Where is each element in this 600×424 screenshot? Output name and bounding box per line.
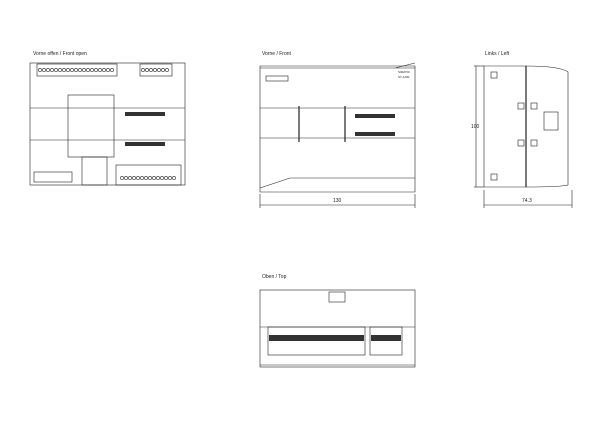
- terminal-screw: [132, 176, 136, 180]
- depth-dimension: 74.3: [522, 198, 532, 204]
- terminal-screw: [172, 176, 176, 180]
- terminal-screw: [74, 68, 78, 72]
- terminal-screw: [66, 68, 70, 72]
- top-view: Oben / Top: [259, 274, 416, 368]
- terminal-screw: [124, 176, 128, 180]
- terminal-screw: [156, 176, 160, 180]
- terminal-screw: [46, 68, 50, 72]
- front-open-view: Vorne offen / Front open: [29, 51, 186, 186]
- left-view: Links / Left 100 74.3: [471, 51, 573, 208]
- terminal-screw: [42, 68, 46, 72]
- terminal-screw: [120, 176, 124, 180]
- terminal-screw: [86, 68, 90, 72]
- left-title: Links / Left: [485, 51, 510, 57]
- terminal-screw: [78, 68, 82, 72]
- terminal-screw: [94, 68, 98, 72]
- terminal-screw: [141, 68, 145, 72]
- terminal-screw: [90, 68, 94, 72]
- terminal-screw: [62, 68, 66, 72]
- terminal-screw: [50, 68, 54, 72]
- front-brand: SIMATIC: [398, 70, 411, 74]
- front-model: S7-1200: [398, 75, 410, 79]
- front-open-title: Vorne offen / Front open: [33, 51, 87, 57]
- width-dimension: 130: [333, 198, 342, 204]
- terminal-screw: [157, 68, 161, 72]
- terminal-screw: [168, 176, 172, 180]
- height-dimension: 100: [471, 124, 480, 130]
- top-title: Oben / Top: [262, 274, 287, 280]
- terminal-screw: [136, 176, 140, 180]
- front-title: Vorne / Front: [262, 51, 292, 57]
- terminal-screw: [164, 176, 168, 180]
- terminal-screw: [161, 68, 165, 72]
- terminal-screw: [152, 176, 156, 180]
- front-view: Vorne / Front SIMATIC S7-1200 130: [259, 51, 416, 208]
- terminal-screw: [145, 68, 149, 72]
- terminal-screw: [149, 68, 153, 72]
- terminal-screw: [160, 176, 164, 180]
- terminal-screw: [54, 68, 58, 72]
- terminal-screw: [82, 68, 86, 72]
- terminal-screw: [58, 68, 62, 72]
- terminal-screw: [38, 68, 42, 72]
- terminal-screw: [70, 68, 74, 72]
- terminal-screw: [102, 68, 106, 72]
- terminal-screw: [140, 176, 144, 180]
- terminal-screw: [165, 68, 169, 72]
- terminal-screw: [144, 176, 148, 180]
- terminal-screw: [98, 68, 102, 72]
- terminal-screw: [148, 176, 152, 180]
- terminal-screw: [128, 176, 132, 180]
- terminal-screw: [106, 68, 110, 72]
- terminal-screw: [153, 68, 157, 72]
- terminal-screw: [110, 68, 114, 72]
